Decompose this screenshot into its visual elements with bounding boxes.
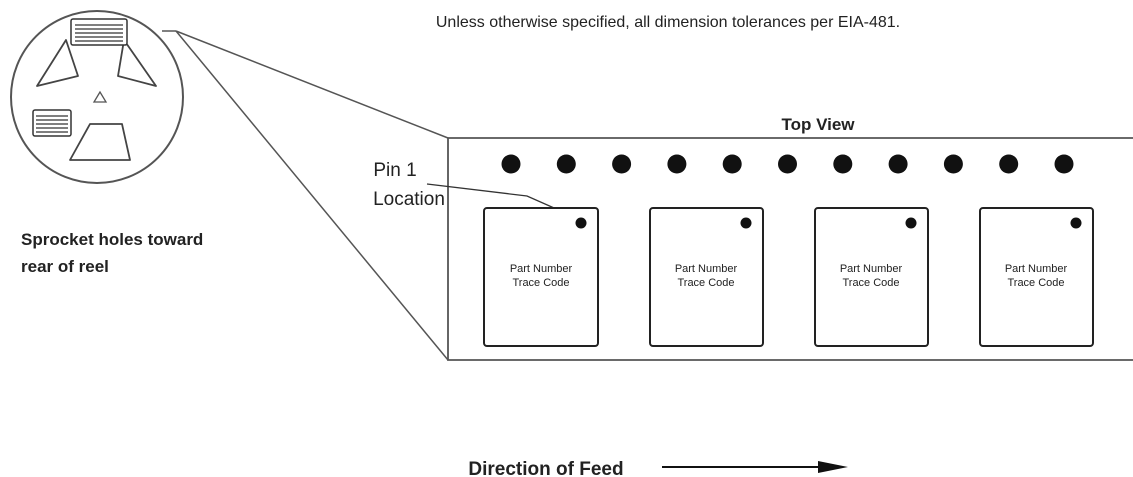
- sprocket-hole: [999, 154, 1019, 174]
- pin1-dot: [905, 217, 917, 229]
- part-number-label: Part Number: [675, 263, 738, 275]
- pocket-2: Part Number Trace Code: [649, 207, 764, 347]
- pin1-label-line2: Location: [373, 189, 445, 210]
- reel-window-3: [69, 123, 131, 161]
- sprocket-hole: [612, 154, 632, 174]
- trace-code-label: Trace Code: [512, 277, 569, 289]
- sprocket-hole: [1054, 154, 1074, 174]
- sprocket-hole: [501, 154, 521, 174]
- trace-code-label: Trace Code: [842, 277, 899, 289]
- carrier-tape: [447, 137, 1133, 361]
- zoom-lines: [162, 30, 449, 361]
- trace-code-label: Trace Code: [677, 277, 734, 289]
- part-number-label: Part Number: [840, 263, 903, 275]
- sprocket-hole: [833, 154, 853, 174]
- sprocket-hole: [722, 154, 742, 174]
- sprocket-note-line2: rear of reel: [21, 257, 109, 276]
- pin1-dot: [1070, 217, 1082, 229]
- reel-window-1: [36, 39, 79, 87]
- sprocket-hole: [778, 154, 797, 174]
- sprocket-holes: [501, 154, 1074, 174]
- sprocket-hole: [888, 154, 908, 174]
- reel-window-2: [117, 39, 157, 87]
- feed-arrow-icon: [662, 461, 848, 473]
- trace-code-label: Trace Code: [1007, 277, 1064, 289]
- sprocket-hole: [667, 154, 687, 174]
- sprocket-hole: [943, 154, 963, 174]
- feed-direction-label: Direction of Feed: [468, 459, 623, 477]
- pocket-3: Part Number Trace Code: [814, 207, 929, 347]
- pin1-label-line1: Pin 1: [373, 160, 416, 181]
- pocket-1: Part Number Trace Code: [483, 207, 599, 347]
- top-view-label: Top View: [781, 115, 855, 134]
- part-number-label: Part Number: [1005, 263, 1068, 275]
- sprocket-hole: [556, 154, 576, 174]
- part-number-label: Part Number: [510, 263, 573, 275]
- sprocket-note-line1: Sprocket holes toward: [21, 230, 203, 249]
- reel-hub-icon: [92, 90, 108, 103]
- pocket-4: Part Number Trace Code: [979, 207, 1094, 347]
- pin1-dot: [575, 217, 587, 229]
- pin1-dot: [740, 217, 752, 229]
- tolerance-note: Unless otherwise specified, all dimensio…: [436, 14, 900, 31]
- reel: [10, 10, 184, 184]
